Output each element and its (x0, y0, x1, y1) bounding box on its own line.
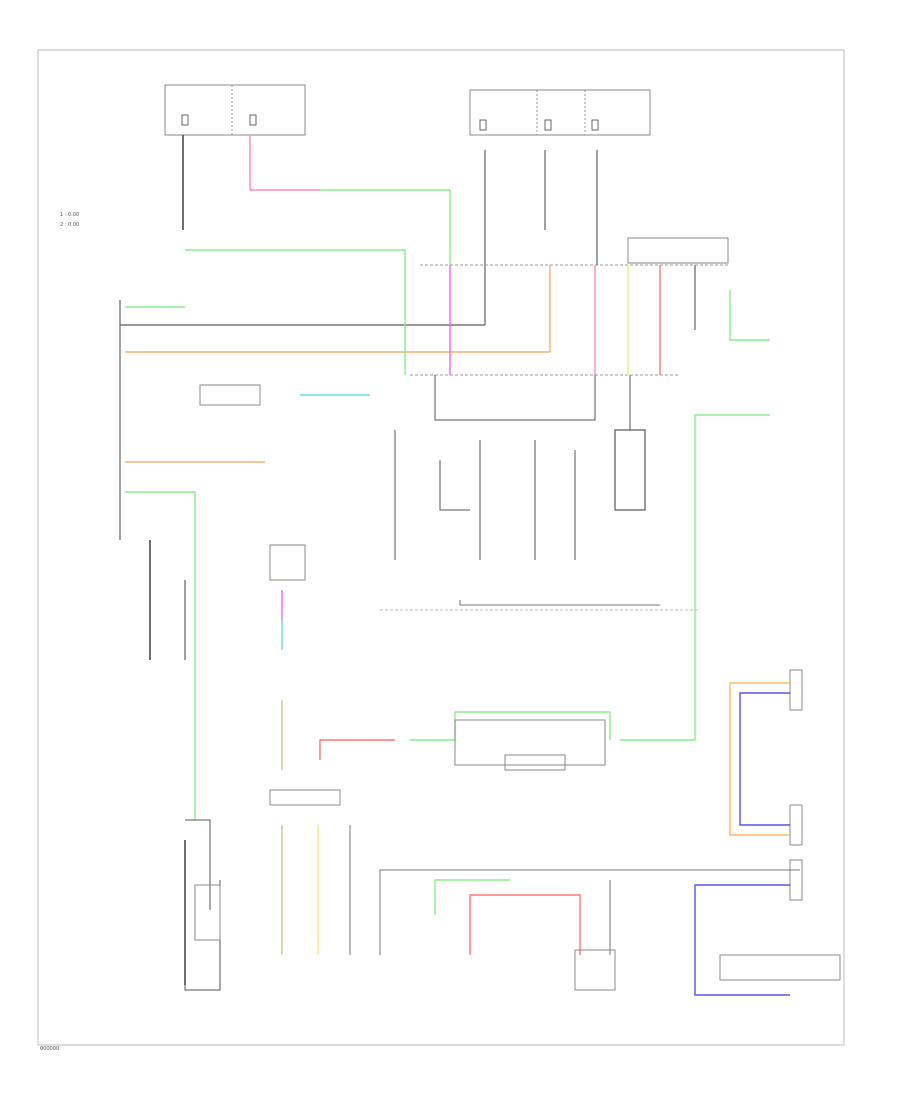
lower-center-module (269, 700, 800, 955)
lower-left-module (184, 819, 221, 991)
left-trunk (119, 135, 551, 660)
center-relay-group (199, 375, 700, 611)
diagram-frame (37, 49, 845, 1046)
right-modules (574, 669, 841, 996)
wire-green-main (125, 249, 770, 915)
footer-code: 000000 (40, 1046, 59, 1052)
fuse-box-left (164, 84, 306, 136)
wire-cyan (281, 394, 370, 650)
bus-color-wires (449, 150, 696, 375)
junction-bus (410, 237, 730, 376)
legend-label-1: 1 : 0.00 (60, 212, 79, 218)
fuse-box-right (469, 89, 651, 136)
legend-label-2: 2 : 0.00 (60, 222, 79, 228)
legend: 1 : 0.00 2 : 0.00 (60, 212, 79, 228)
wire-pink-top (249, 135, 451, 265)
